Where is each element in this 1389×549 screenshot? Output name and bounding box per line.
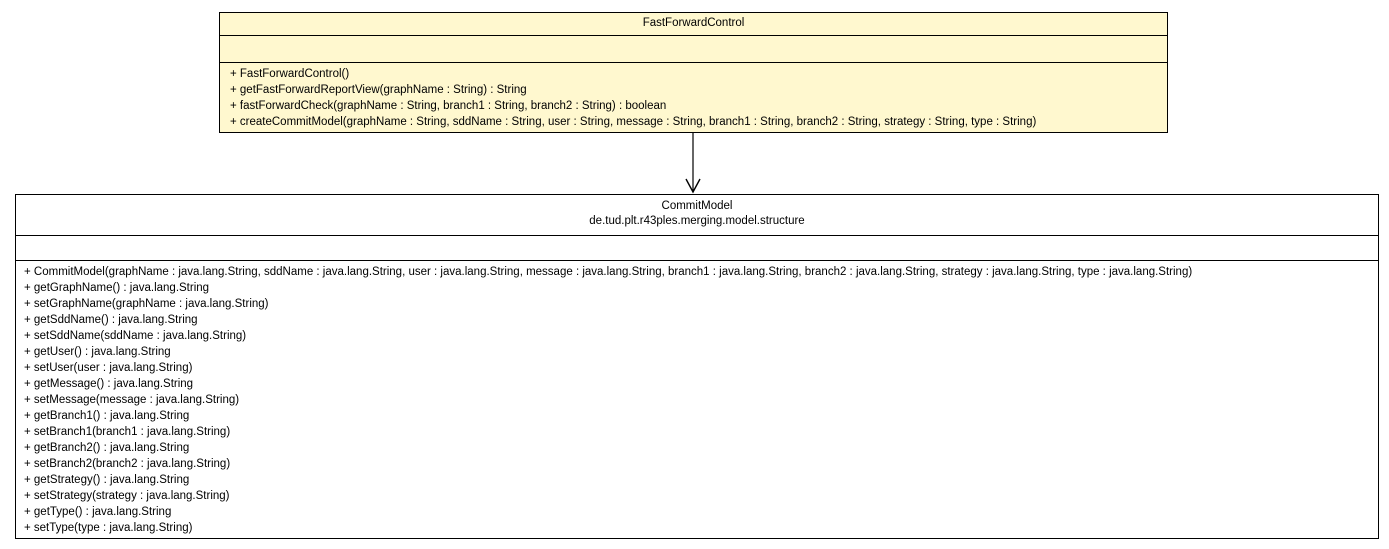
operation: + setType(type : java.lang.String) — [24, 522, 193, 534]
operation: + setUser(user : java.lang.String) — [24, 362, 193, 374]
operation: + setSddName(sddName : java.lang.String) — [24, 330, 247, 342]
operation: + getSddName() : java.lang.String — [24, 314, 198, 326]
operation: + setMessage(message : java.lang.String) — [24, 394, 240, 406]
operation: + getUser() : java.lang.String — [24, 346, 171, 358]
attributes-section — [220, 35, 1167, 62]
class-name: CommitModel — [661, 200, 733, 212]
operations-section: + CommitModel(graphName : java.lang.Stri… — [16, 260, 1378, 536]
operation: + setBranch1(branch1 : java.lang.String) — [24, 426, 231, 438]
class-name-section: CommitModel de.tud.plt.r43ples.merging.m… — [16, 195, 1378, 235]
class-name-section: FastForwardControl — [220, 13, 1167, 35]
operation: + getBranch1() : java.lang.String — [24, 410, 190, 422]
operation: + CommitModel(graphName : java.lang.Stri… — [24, 266, 1193, 278]
operation: + getStrategy() : java.lang.String — [24, 474, 190, 486]
operation: + setStrategy(strategy : java.lang.Strin… — [24, 490, 230, 502]
operation: + setGraphName(graphName : java.lang.Str… — [24, 298, 269, 310]
operation: + createCommitModel(graphName : String, … — [230, 116, 1037, 128]
navigable-arrowhead-icon — [685, 178, 701, 194]
operation: + FastForwardControl() — [230, 68, 350, 80]
class-package: de.tud.plt.r43ples.merging.model.structu… — [589, 215, 805, 227]
operations-section: + FastForwardControl() + getFastForwardR… — [220, 62, 1167, 130]
operation: + getFastForwardReportView(graphName : S… — [230, 84, 527, 96]
class-name: FastForwardControl — [642, 17, 745, 29]
operation: + fastForwardCheck(graphName : String, b… — [230, 100, 667, 112]
operation: + setBranch2(branch2 : java.lang.String) — [24, 458, 231, 470]
class-box-fast-forward-control[interactable]: FastForwardControl + FastForwardControl(… — [219, 12, 1168, 133]
operation: + getGraphName() : java.lang.String — [24, 282, 210, 294]
operation: + getBranch2() : java.lang.String — [24, 442, 190, 454]
class-box-commit-model[interactable]: CommitModel de.tud.plt.r43ples.merging.m… — [15, 194, 1379, 539]
attributes-section — [16, 235, 1378, 260]
operation: + getMessage() : java.lang.String — [24, 378, 194, 390]
operation: + getType() : java.lang.String — [24, 506, 172, 518]
